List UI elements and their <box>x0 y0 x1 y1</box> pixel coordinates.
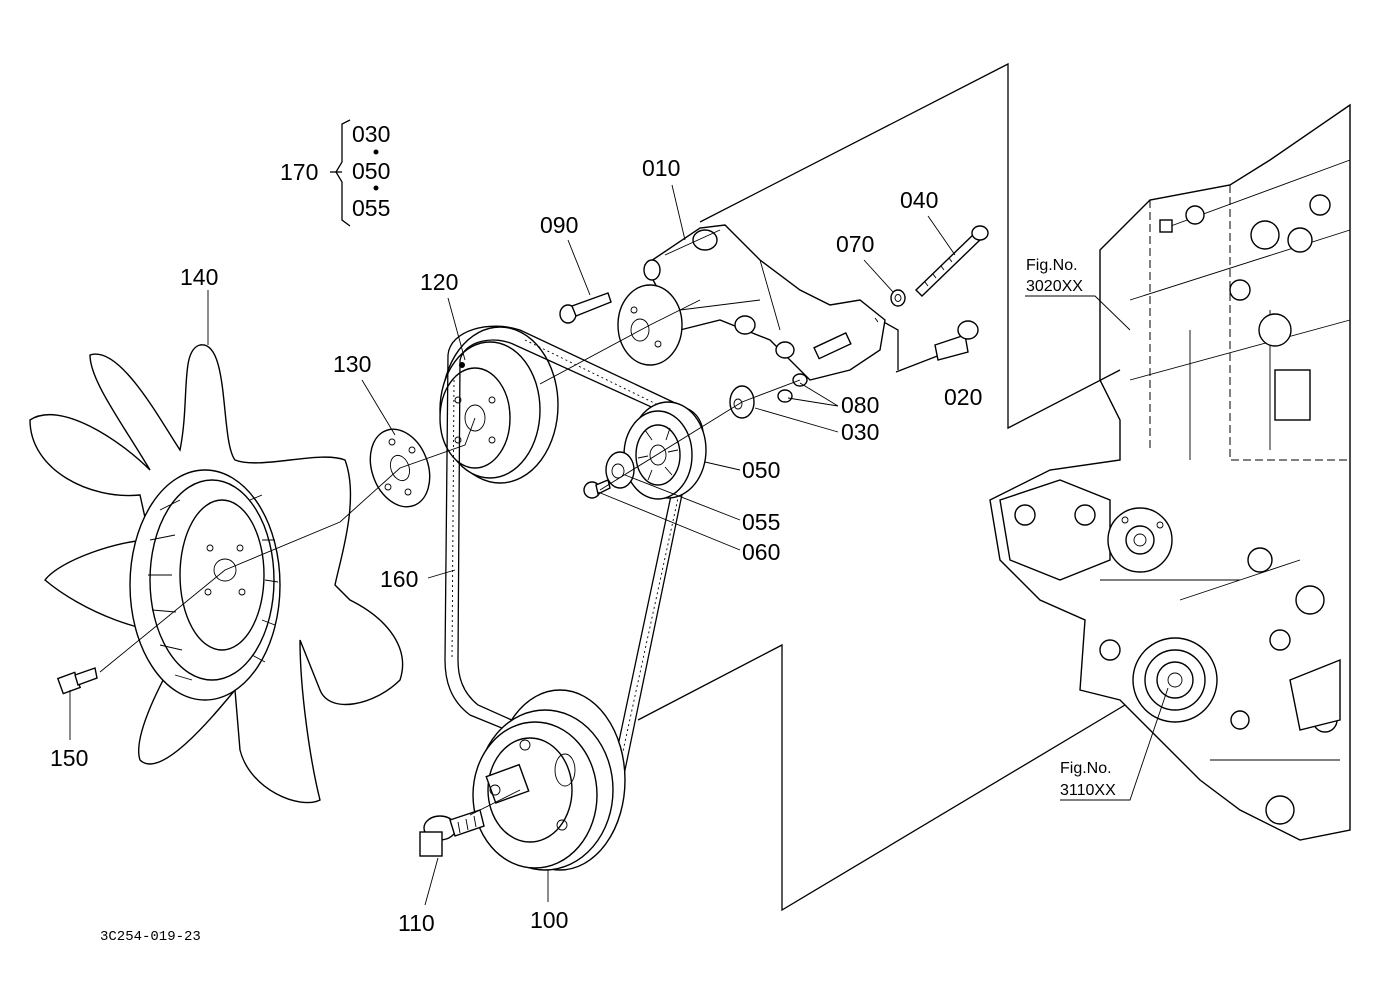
kit-item-050: 050 <box>352 158 390 184</box>
fig-ref-lower-number: 3110XX <box>1060 782 1116 799</box>
callout-090: 090 <box>540 212 578 238</box>
bolt-020 <box>934 320 979 361</box>
fig-ref-upper-label: Fig.No. <box>1026 257 1078 274</box>
nuts-080 <box>777 373 808 403</box>
fan-pulley <box>439 326 559 484</box>
callout-020: 020 <box>944 384 982 410</box>
callout-010: 010 <box>642 155 680 181</box>
callout-140: 140 <box>180 264 218 290</box>
washer-070 <box>890 289 906 307</box>
frame-lines <box>637 62 1126 912</box>
callout-170: 170 <box>280 159 318 185</box>
callout-100: 100 <box>530 907 568 933</box>
fig-ref-upper-number: 3020XX <box>1026 278 1083 295</box>
callout-030: 030 <box>841 419 879 445</box>
kit-item-055: 055 <box>352 195 390 221</box>
leader-lines <box>69 184 1169 906</box>
callout-120: 120 <box>420 269 458 295</box>
callout-050: 050 <box>742 457 780 483</box>
callout-110: 110 <box>398 910 435 936</box>
callout-160: 160 <box>380 566 418 592</box>
callout-040: 040 <box>900 187 938 213</box>
callout-130: 130 <box>333 351 371 377</box>
tension-pulley-050 <box>623 401 707 500</box>
plate-055 <box>605 451 635 489</box>
drawing-code: 3C254-019-23 <box>100 929 201 945</box>
kit-item-030: 030 <box>352 121 390 147</box>
engine-block <box>989 103 1351 841</box>
crank-pulley <box>472 689 626 871</box>
callout-060: 060 <box>742 539 780 565</box>
callout-150: 150 <box>50 745 88 771</box>
callout-080: 080 <box>841 392 879 418</box>
crank-bolt <box>419 809 485 857</box>
fig-ref-lower-label: Fig.No. <box>1060 760 1112 777</box>
cooling-fan <box>29 344 404 804</box>
axis-lines <box>99 299 801 816</box>
bolt-090 <box>559 292 612 324</box>
callout-labels: 170 030 050 055 140 130 120 010 090 040 … <box>50 121 1116 945</box>
callout-070: 070 <box>836 231 874 257</box>
fan-bolt <box>56 667 98 695</box>
callout-055: 055 <box>742 509 780 535</box>
bolt-040 <box>915 225 989 297</box>
kit-bracket-170 <box>330 119 379 227</box>
bolt-060 <box>583 479 611 499</box>
